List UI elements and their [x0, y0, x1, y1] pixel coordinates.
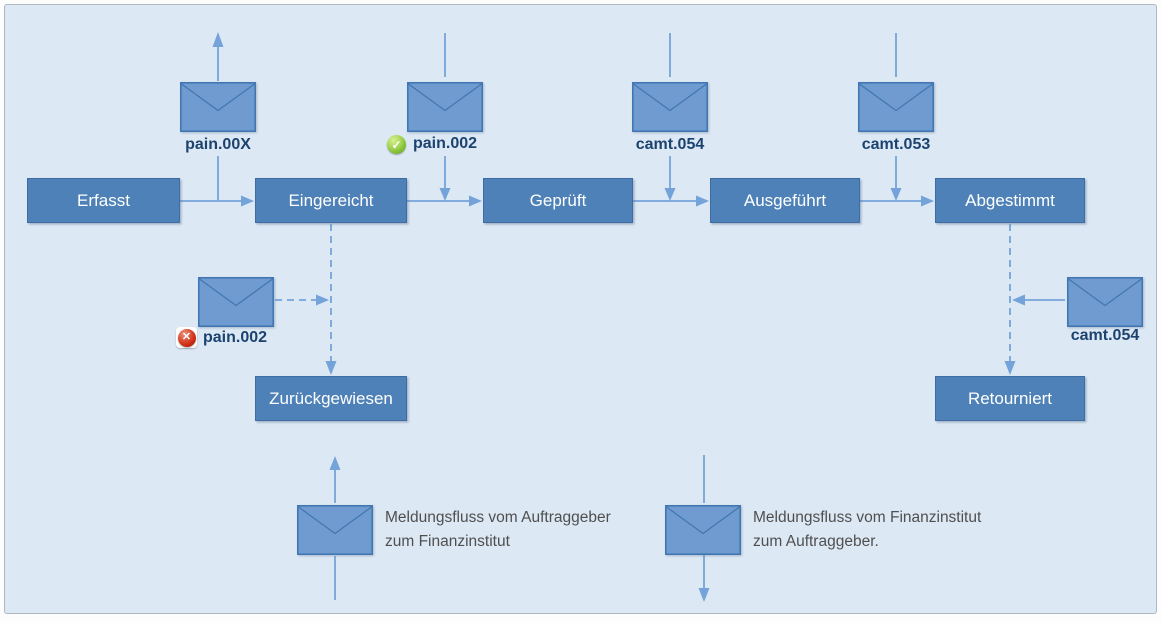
- state-box-erfasst: Erfasst: [27, 178, 180, 223]
- envelope-icon-camt054-return: [1067, 277, 1144, 328]
- legend-up-arrow: [329, 456, 341, 600]
- connector-lines: [180, 32, 1065, 602]
- arrow-eingereicht-to-geprueft: [407, 195, 482, 207]
- envelope-icon-camt054-top: [632, 82, 709, 133]
- envelope-icon-camt053: [858, 82, 935, 133]
- arrow-camt053-down: [890, 33, 902, 201]
- arrow-ausgefuehrt-to-abgestimmt: [860, 195, 934, 207]
- state-box-retourniert: Retourniert: [935, 376, 1085, 421]
- message-label-text: pain.002: [203, 328, 268, 346]
- arrow-geprueft-to-ausgefuehrt: [633, 195, 709, 207]
- arrow-pain00x-up: [212, 32, 224, 200]
- arrow-eingereicht-to-zurueckgewiesen: [325, 224, 337, 375]
- state-box-geprueft: Geprüft: [483, 178, 633, 223]
- state-box-abgestimmt: Abgestimmt: [935, 178, 1085, 223]
- message-label-pain002-accepted: ✓ pain.002: [385, 135, 505, 154]
- legend-text-auftraggeber-to-finanzinstitut: Meldungsfluss vom Auftraggeber zum Finan…: [385, 509, 611, 550]
- arrow-pain002-down: [439, 33, 451, 201]
- message-label-camt054-return: camt.054: [1070, 327, 1140, 344]
- arrow-camt054-return-join: [1012, 294, 1065, 306]
- payment-status-flow-diagram: Erfasst Eingereicht Geprüft Ausgeführt A…: [4, 4, 1157, 614]
- envelope-icon-legend-up: [297, 505, 374, 556]
- error-icon: ✕: [177, 328, 196, 347]
- error-icon-background: ✕: [176, 327, 197, 348]
- check-icon: ✓: [387, 135, 406, 154]
- message-label-camt053: camt.053: [861, 136, 931, 153]
- message-label-pain002-rejected: ✕ pain.002: [176, 327, 267, 348]
- envelope-icon-pain002-top: [407, 82, 484, 133]
- message-label-camt054-top: camt.054: [635, 136, 705, 153]
- legend-down-arrow: [698, 455, 710, 602]
- arrow-pain002-reject-join: [275, 294, 329, 306]
- message-label-text: pain.002: [412, 135, 478, 152]
- message-label-pain00x: pain.00X: [185, 136, 251, 153]
- envelope-icon-pain00x: [180, 82, 257, 133]
- arrow-camt054-down: [664, 33, 676, 201]
- legend-text-finanzinstitut-to-auftraggeber: Meldungsfluss vom Finanzinstitut zum Auf…: [753, 509, 982, 550]
- envelope-icon-pain002-reject: [198, 277, 275, 328]
- envelope-icon-legend-down: [665, 505, 742, 556]
- arrow-erfasst-to-eingereicht: [180, 195, 254, 207]
- arrow-abgestimmt-to-retourniert: [1004, 224, 1016, 375]
- state-box-zurueckgewiesen: Zurückgewiesen: [255, 376, 407, 421]
- state-box-eingereicht: Eingereicht: [255, 178, 407, 223]
- state-box-ausgefuehrt: Ausgeführt: [710, 178, 860, 223]
